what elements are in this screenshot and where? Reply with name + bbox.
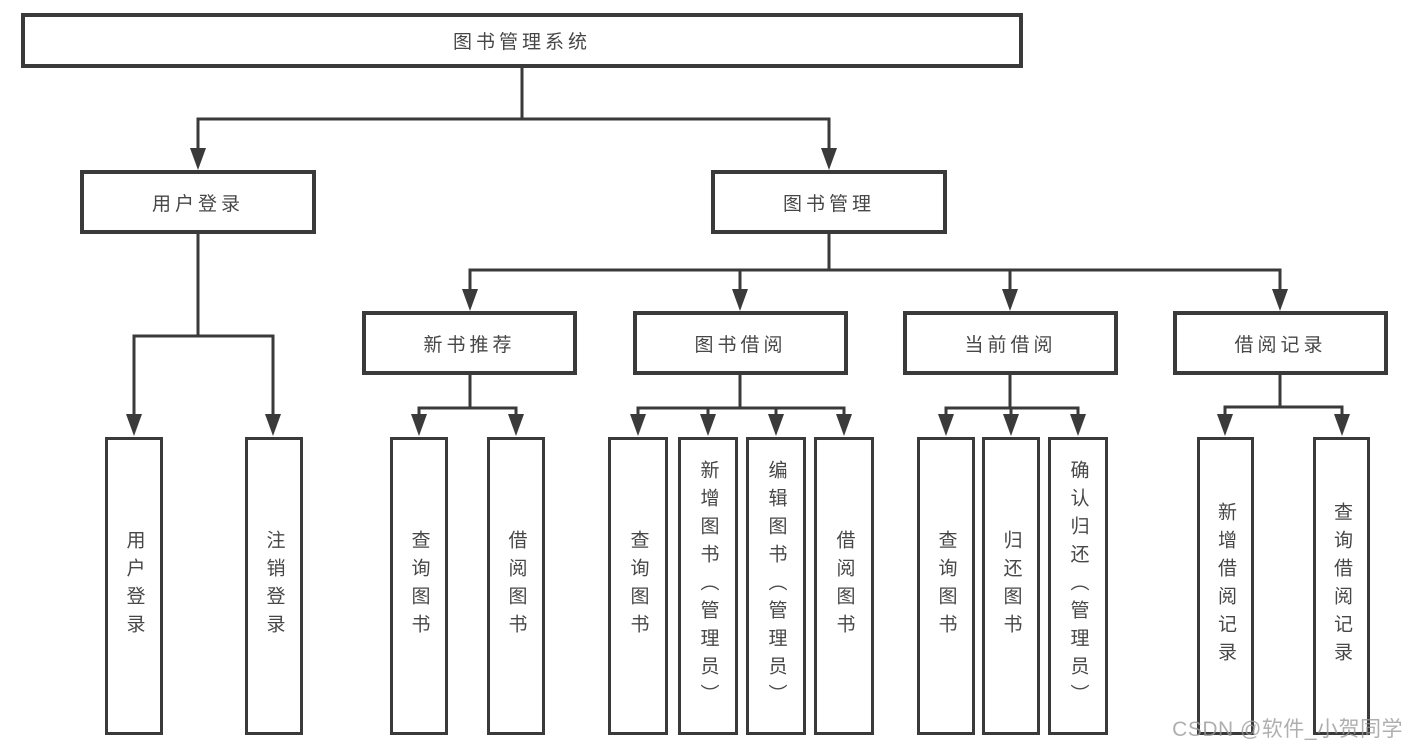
leaf-add-borrow-record: 新增借阅记录: [1197, 437, 1254, 735]
leaf-query-books-recommend: 查询图书: [390, 437, 448, 735]
connector-new-book-branch: [411, 373, 524, 436]
arrowhead-icon: [1003, 414, 1019, 436]
arrowhead-icon: [265, 414, 281, 436]
leaf-edit-books-admin: 编辑图书（管理员）: [746, 437, 806, 735]
arrowhead-icon: [768, 414, 784, 436]
connector-root-branch: [190, 66, 837, 170]
leaf-borrow-books-recommend: 借阅图书: [487, 437, 545, 735]
arrowhead-icon: [700, 414, 716, 436]
node-new-book-recommend: 新书推荐: [362, 311, 577, 375]
arrowhead-icon: [1070, 414, 1086, 436]
arrowhead-icon: [411, 414, 427, 436]
leaf-query-borrow-record: 查询借阅记录: [1313, 437, 1370, 735]
arrowhead-icon: [836, 414, 852, 436]
node-book-management: 图书管理: [711, 170, 947, 234]
leaf-confirm-return-admin: 确认归还（管理员）: [1048, 437, 1108, 735]
node-current-borrow: 当前借阅: [903, 311, 1118, 375]
node-borrow-records: 借阅记录: [1173, 311, 1388, 375]
connector-book-management-branch: [462, 232, 1288, 311]
leaf-return-books: 归还图书: [982, 437, 1040, 735]
node-user-login: 用户登录: [80, 170, 316, 234]
arrowhead-icon: [1334, 414, 1350, 436]
arrowhead-icon: [732, 289, 748, 311]
arrowhead-icon: [1272, 289, 1288, 311]
arrowhead-icon: [1002, 289, 1018, 311]
arrowhead-icon: [1217, 414, 1233, 436]
csdn-watermark: CSDN @软件_小贺同学: [1172, 718, 1403, 741]
leaf-user-login: 用户登录: [105, 437, 163, 735]
connector-user-login-branch: [126, 232, 281, 436]
arrowhead-icon: [938, 414, 954, 436]
arrowhead-icon: [190, 148, 206, 170]
node-root-system: 图书管理系统: [21, 13, 1023, 68]
node-book-borrow: 图书借阅: [633, 311, 848, 375]
arrowhead-icon: [462, 289, 478, 311]
leaf-query-books-borrow: 查询图书: [608, 437, 668, 735]
leaf-query-books-current: 查询图书: [917, 437, 975, 735]
leaf-add-books-admin: 新增图书（管理员）: [678, 437, 738, 735]
connector-book-borrow-branch: [630, 373, 852, 436]
arrowhead-icon: [630, 414, 646, 436]
arrowhead-icon: [126, 414, 142, 436]
connector-current-borrow-branch: [938, 373, 1086, 436]
arrowhead-icon: [508, 414, 524, 436]
leaf-logout: 注销登录: [245, 437, 303, 735]
connector-borrow-records-branch: [1217, 373, 1350, 436]
leaf-borrow-books: 借阅图书: [814, 437, 874, 735]
arrowhead-icon: [821, 148, 837, 170]
